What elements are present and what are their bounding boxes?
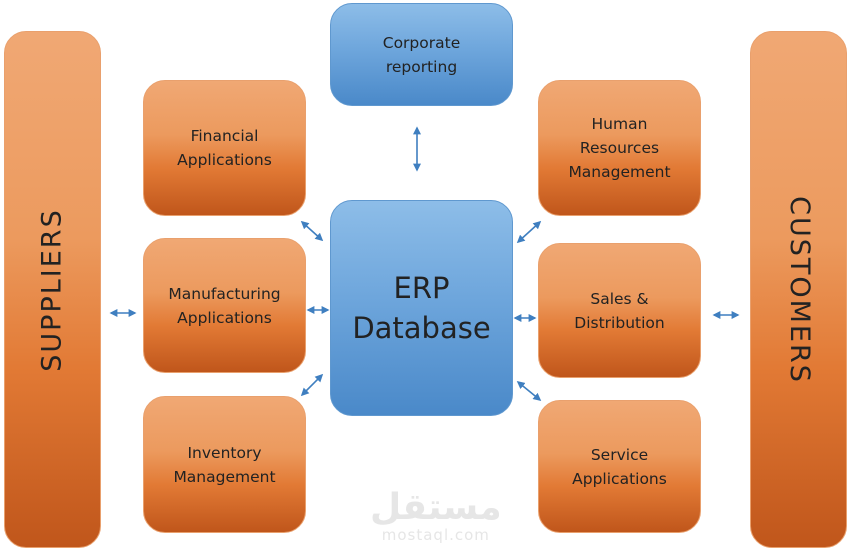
erp-database-box: ERP Database [330,200,513,416]
box-text: Inventory [187,443,262,462]
box-text: Human [591,115,648,133]
erp-line1: ERP [393,271,450,305]
box-text: Applications [572,469,667,488]
corporate-reporting-box: Corporate reporting [330,3,513,106]
watermark-arabic: مستقل [370,487,502,528]
arrow-inventory-erp [300,373,324,397]
corporate-line1: Corporate [382,33,461,52]
arrow-financial-erp [300,220,324,242]
box-text: Sales & [590,289,649,308]
box-text: Financial [190,127,259,145]
box-text: Applications [177,151,272,169]
box-text: Management [173,467,276,486]
arrow-service-erp [516,380,542,402]
box-text: Distribution [574,313,665,332]
sales-distribution-box: Sales & Distribution [538,243,701,378]
erp-line2: Database [352,311,491,345]
box-text: Resources [579,139,660,157]
customers-column: CUSTOMERS [750,31,847,548]
arrow-hr-erp [516,220,542,244]
box-text: Applications [177,308,272,327]
box-text: Management [568,163,671,181]
suppliers-column: SUPPLIERS [4,31,101,548]
watermark-latin: mostaql.com [381,526,490,544]
box-text: Manufacturing [168,284,281,303]
box-text: Service [590,445,649,464]
corporate-line2: reporting [385,57,458,76]
